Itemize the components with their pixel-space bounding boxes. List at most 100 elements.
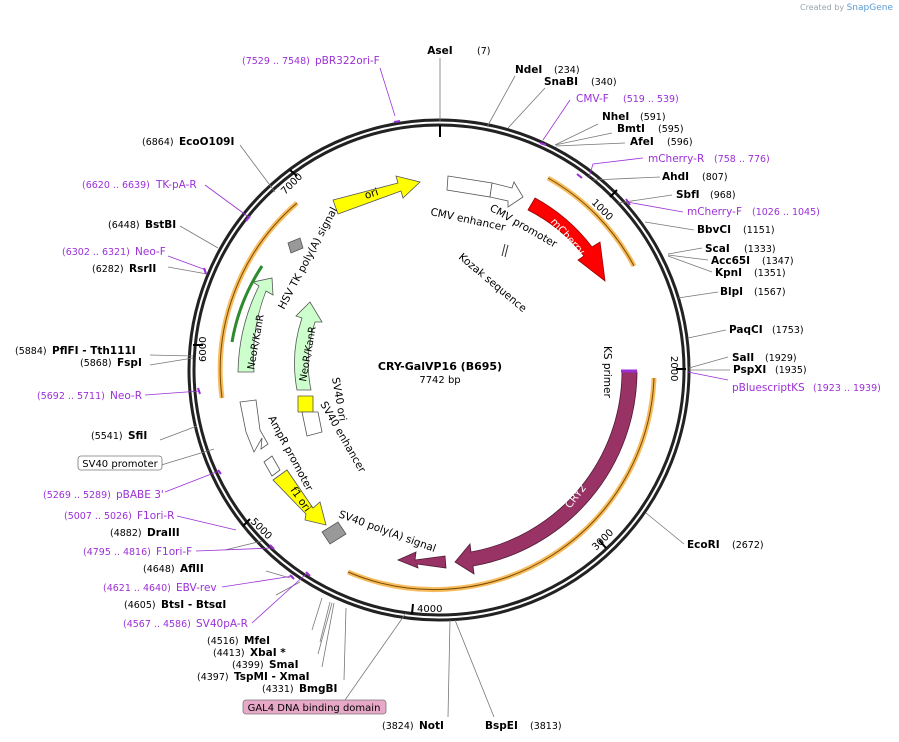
site-tspmi-xmai[interactable]: (4397)TspMI - XmaI	[197, 671, 310, 683]
primer-sv40pa-r[interactable]: (4567 .. 4586)SV40pA-R	[123, 618, 248, 630]
svg-text:BmgBI: BmgBI	[299, 683, 337, 695]
primer-cmv-f[interactable]: CMV-F(519 .. 539)	[576, 93, 679, 105]
site-bbvci[interactable]: BbvCI(1151)	[697, 224, 775, 236]
feature-gray-box	[321, 521, 347, 545]
site-ndei[interactable]: NdeI(234)	[515, 64, 580, 76]
site-sfii[interactable]: (5541)SfiI	[91, 430, 147, 442]
site-ecori[interactable]: EcoRI(2672)	[687, 539, 764, 551]
svg-text:(3824): (3824)	[382, 721, 414, 732]
svg-text:AhdI: AhdI	[662, 171, 689, 183]
svg-text:(1929): (1929)	[765, 353, 797, 364]
primer-mcherry-r[interactable]: mCherry-R(758 .. 776)	[648, 153, 770, 165]
site-noti[interactable]: (3824)NotI	[382, 720, 444, 732]
site-sbfi[interactable]: SbfI(968)	[676, 189, 736, 201]
site-rsrii[interactable]: (6282)RsrII	[92, 263, 156, 275]
svg-text:FspI: FspI	[117, 357, 142, 369]
svg-text:PaqCI: PaqCI	[729, 324, 763, 336]
site-pspxi[interactable]: PspXI (1935)	[733, 364, 807, 376]
feature-sv40-ori[interactable]	[297, 395, 314, 413]
site-bspei[interactable]: BspEI (3813)	[485, 720, 562, 732]
svg-text:BmtI: BmtI	[617, 123, 645, 135]
gal4-dbd-box[interactable]: GAL4 DNA binding domain	[242, 699, 387, 715]
feature-f1-ori[interactable]	[272, 469, 327, 526]
svg-text:BstBI: BstBI	[145, 219, 176, 231]
site-mfei[interactable]: (4516)MfeI	[207, 635, 270, 647]
svg-text:(4567 .. 4586): (4567 .. 4586)	[123, 619, 191, 630]
site-aflii[interactable]: (4648)AflII	[143, 563, 204, 575]
tick-2000: 2000	[668, 356, 679, 381]
svg-text:(4795 .. 4816): (4795 .. 4816)	[83, 547, 151, 558]
feature-kozak-label: Kozak sequence	[456, 251, 529, 315]
svg-text:(5868): (5868)	[80, 358, 112, 369]
primer-mcherry-f[interactable]: mCherry-F(1026 .. 1045)	[687, 206, 820, 218]
site-bstbi[interactable]: (6448) BstBI	[108, 219, 176, 231]
feature-hsv-tk-polya[interactable]	[287, 237, 304, 254]
primer-pbabe3[interactable]: (5269 .. 5289)pBABE 3'	[43, 489, 164, 501]
site-ecoo109i[interactable]: (6864)EcoO109I	[142, 136, 234, 148]
svg-text:PspXI: PspXI	[733, 364, 766, 376]
feature-mcherry[interactable]	[527, 197, 606, 282]
svg-text:(5884): (5884)	[15, 346, 47, 357]
plasmid-name: CRY-GalVP16 (B695)	[378, 360, 502, 373]
site-scai[interactable]: ScaI(1333)	[705, 243, 776, 255]
site-btsi[interactable]: (4605)BtsI - BtsαI	[124, 599, 226, 611]
primer-tk-pa-r[interactable]: (6620 .. 6639)TK-pA-R	[82, 179, 197, 191]
primer-leaders	[144, 67, 729, 624]
svg-text:(596): (596)	[667, 137, 693, 148]
primer-pbluescriptks[interactable]: pBluescriptKS(1923 .. 1939)	[732, 382, 881, 394]
site-fspi[interactable]: (5868) FspI	[80, 357, 142, 369]
site-afei[interactable]: AfeI(596)	[630, 136, 693, 148]
svg-text:(234): (234)	[554, 65, 580, 76]
site-smai[interactable]: (4399)SmaI	[232, 659, 299, 671]
feature-ori[interactable]	[332, 175, 421, 215]
feature-cry2[interactable]	[454, 371, 638, 575]
site-blpi[interactable]: BlpI(1567)	[720, 286, 786, 298]
svg-text:(1935): (1935)	[775, 365, 807, 376]
sv40-promoter-box[interactable]: SV40 promoter	[77, 455, 163, 471]
site-kpni[interactable]: KpnI(1351)	[715, 267, 786, 279]
site-ahdi[interactable]: AhdI(807)	[662, 171, 728, 183]
site-snabi[interactable]: SnaBI(340)	[544, 76, 617, 88]
svg-text:(591): (591)	[640, 112, 666, 123]
site-bmti[interactable]: BmtI(595)	[617, 123, 684, 135]
svg-text:BlpI: BlpI	[720, 286, 743, 298]
feature-ori-label: ori	[363, 186, 380, 202]
svg-text:DraIII: DraIII	[147, 527, 180, 539]
feature-neor-kanr-inner[interactable]	[294, 301, 323, 391]
feature-sv40-polya[interactable]	[396, 551, 447, 569]
svg-text:BspEI: BspEI	[485, 720, 518, 732]
feature-cmv-promoter[interactable]	[489, 181, 524, 208]
svg-text:SnaBI: SnaBI	[544, 76, 578, 88]
primer-f1ori-f[interactable]: (4795 .. 4816)F1ori-F	[83, 546, 192, 558]
site-sali[interactable]: SalI(1929)	[732, 352, 797, 364]
svg-text:pBR322ori-F: pBR322ori-F	[315, 55, 380, 67]
primer-ebv-rev[interactable]: (4621 .. 4640)EBV-rev	[103, 582, 217, 594]
svg-text:(6620 .. 6639): (6620 .. 6639)	[82, 180, 150, 191]
svg-text:(1351): (1351)	[754, 268, 786, 279]
svg-text:(1347): (1347)	[762, 256, 794, 267]
svg-text:NheI: NheI	[602, 111, 629, 123]
primer-neo-f[interactable]: (6302 .. 6321)Neo-F	[62, 246, 166, 258]
site-asei[interactable]: AseI(7)	[427, 45, 490, 57]
feature-sv40-enhancer[interactable]	[301, 411, 323, 437]
site-labels: AseI(7) NdeI(234) SnaBI(340) NheI (591) B…	[15, 45, 807, 732]
svg-text:(3813): (3813)	[530, 721, 562, 732]
svg-text:(6448): (6448)	[108, 220, 140, 231]
site-draiii[interactable]: (4882)DraIII	[110, 527, 180, 539]
primer-f1ori-r[interactable]: (5007 .. 5026)F1ori-R	[64, 510, 174, 522]
site-xbai[interactable]: (4413)XbaI *	[213, 647, 286, 659]
site-paqci[interactable]: PaqCI(1753)	[729, 324, 804, 336]
feature-ampr-promoter[interactable]	[239, 399, 269, 453]
svg-text:EcoO109I: EcoO109I	[179, 136, 234, 148]
site-bmgbi[interactable]: (4331)BmgBI	[262, 683, 337, 695]
svg-text:(968): (968)	[710, 190, 736, 201]
primer-neo-r[interactable]: (5692 .. 5711)Neo-R	[37, 390, 142, 402]
site-pflfi[interactable]: (5884)PflFI - Tth111I	[15, 345, 136, 357]
site-nhei[interactable]: NheI (591)	[602, 111, 666, 123]
feature-cmv-enhancer[interactable]	[446, 175, 493, 198]
site-acc65i[interactable]: Acc65I(1347)	[711, 255, 794, 267]
primer-pbr322ori-f[interactable]: (7529 .. 7548)pBR322ori-F	[242, 55, 380, 67]
svg-text:(6282): (6282)	[92, 264, 124, 275]
feature-neor-kanr-outer[interactable]	[237, 277, 274, 373]
svg-text:BbvCI: BbvCI	[697, 224, 731, 236]
